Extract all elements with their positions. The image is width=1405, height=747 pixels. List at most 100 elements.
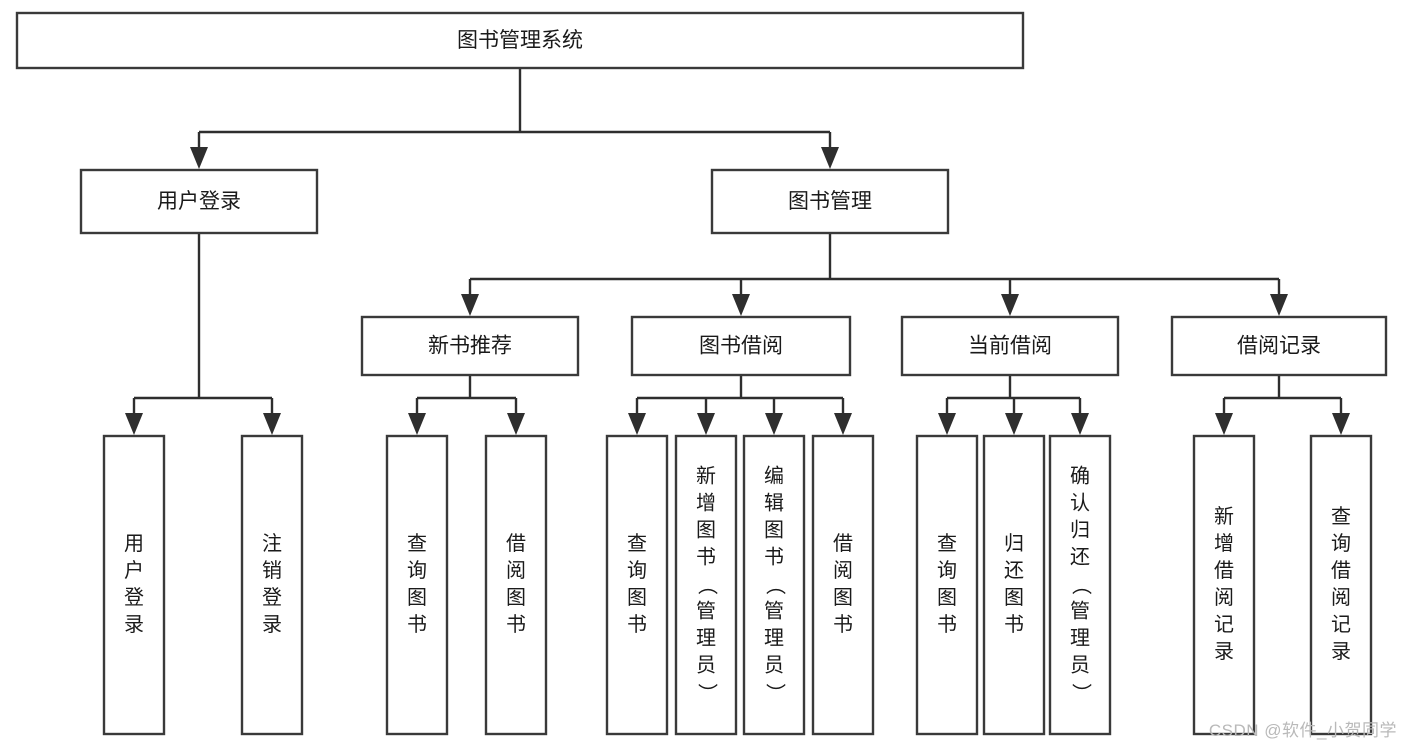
node-label-char: 销 [262,559,282,582]
arrow-head-icon [263,413,281,435]
node-new-book-recommend[interactable]: 新书推荐 [360,315,580,377]
connector-layer [125,68,1350,435]
node-label-char: 查 [627,532,647,555]
arrow-head-icon [461,294,479,316]
node-label-char: 归 [1004,532,1024,555]
node-label-char: 记 [1331,613,1351,636]
node-label-char: 查 [1331,505,1351,528]
node-label-char: 图 [1004,587,1024,609]
arrow-head-icon [507,413,525,435]
node-label-char: 询 [937,559,957,582]
node-label-char: 借 [1331,559,1351,582]
node-label-char: 还 [1070,545,1090,568]
node-label-char: 员 [764,654,784,676]
node-label-char: 图 [627,587,647,609]
node-label-char: 书 [627,613,647,636]
node-leaf-user-login[interactable]: 用户登录 [102,434,166,736]
node-label-char: 图 [764,519,784,541]
node-label-char: 询 [1331,532,1351,555]
node-box [1048,434,1112,736]
node-label-char: 录 [1331,641,1351,663]
node-book-borrow[interactable]: 图书借阅 [630,315,852,377]
node-box [240,434,304,736]
arrow-head-icon [1215,413,1233,435]
arrow-head-icon [1071,413,1089,435]
node-layer: 图书管理系统用户登录图书管理新书推荐图书借阅当前借阅借阅记录用户登录注销登录查询… [15,11,1388,736]
node-box [1309,434,1373,736]
node-label-char: 户 [124,559,144,582]
node-box [1170,315,1388,377]
arrow-head-icon [125,413,143,435]
node-label-char: 录 [262,614,282,636]
node-label-char: 员 [696,654,716,676]
node-box [710,168,950,235]
node-label-char: （ [764,575,787,595]
node-label: 图书管理系统 [457,29,583,52]
node-box [360,315,580,377]
node-label-char: 书 [696,545,716,568]
node-box [915,434,979,736]
node-label-char: 新 [696,464,716,487]
node-box [484,434,548,736]
node-label: 当前借阅 [968,335,1052,358]
node-box [605,434,669,736]
node-label-char: 归 [1070,518,1090,541]
node-label-char: 借 [1214,559,1234,582]
node-box [630,315,852,377]
node-label-char: ） [1070,683,1093,703]
node-current-borrow[interactable]: 当前借阅 [900,315,1120,377]
arrow-head-icon [628,413,646,435]
arrow-head-icon [408,413,426,435]
node-root[interactable]: 图书管理系统 [15,11,1025,70]
node-label: 图书管理 [788,190,872,213]
node-label-char: 阅 [506,559,526,582]
node-box [1192,434,1256,736]
node-label-char: 登 [262,586,282,609]
node-label-char: 书 [764,545,784,568]
node-label-char: 图 [506,587,526,609]
node-label-char: 记 [1214,613,1234,636]
node-label-char: ） [764,683,787,703]
arrow-head-icon [190,147,208,169]
node-user-login[interactable]: 用户登录 [79,168,319,235]
node-label-char: 借 [833,532,853,555]
node-box [79,168,319,235]
node-label-char: 借 [506,532,526,555]
node-label-char: 书 [1004,613,1024,636]
node-label-char: 编 [764,464,784,487]
node-label-char: 认 [1070,491,1090,514]
node-label-char: 书 [937,613,957,636]
node-box [674,434,738,736]
arrow-head-icon [1332,413,1350,435]
arrow-head-icon [697,413,715,435]
node-label-char: 用 [124,533,144,555]
arrow-head-icon [765,413,783,435]
node-book-manage[interactable]: 图书管理 [710,168,950,235]
node-box [900,315,1120,377]
node-label-char: （ [696,575,719,595]
node-label-char: 管 [696,599,716,622]
node-label-char: 书 [833,613,853,636]
node-label: 用户登录 [157,190,241,213]
node-label-char: 录 [124,614,144,636]
node-label-char: 图 [937,587,957,609]
node-label-char: 管 [1070,599,1090,622]
arrow-head-icon [821,147,839,169]
node-box [102,434,166,736]
node-borrow-record[interactable]: 借阅记录 [1170,315,1388,377]
node-label: 借阅记录 [1237,335,1321,358]
node-label-char: 书 [506,613,526,636]
